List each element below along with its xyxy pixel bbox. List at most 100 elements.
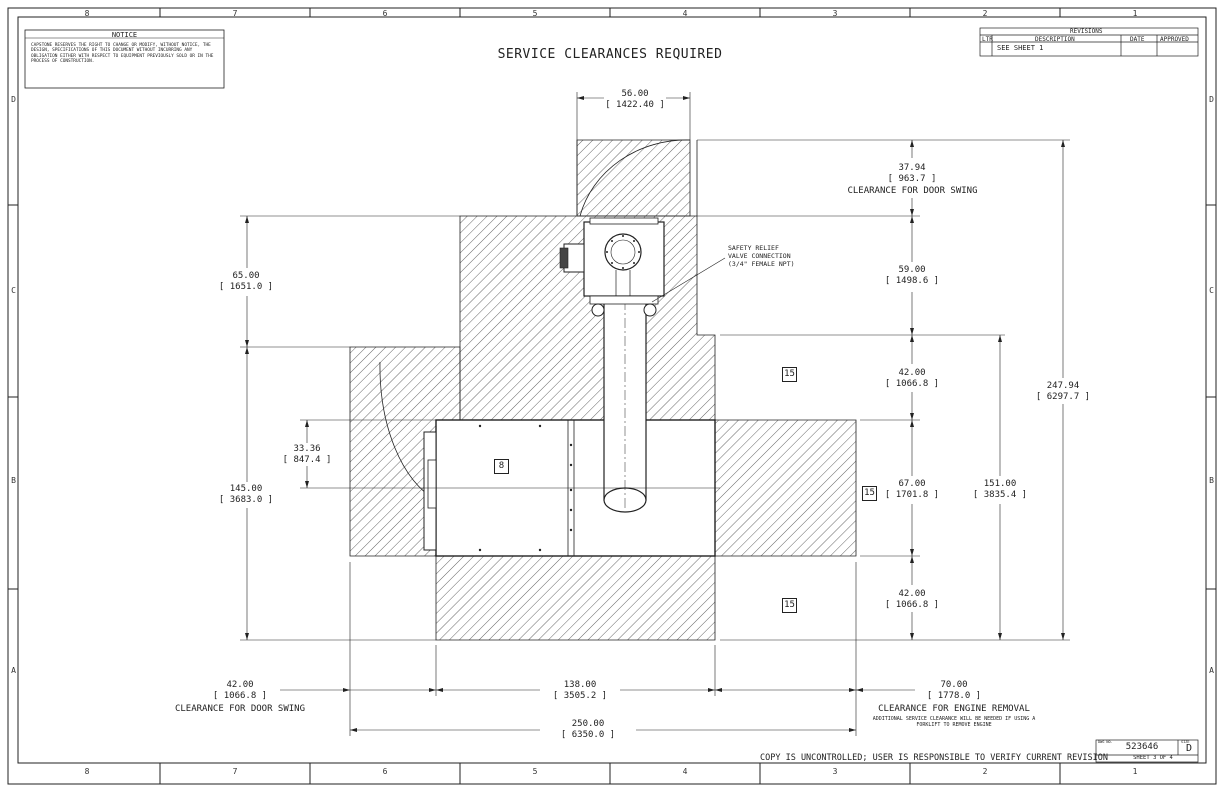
clearance-zones	[349, 139, 857, 641]
revisions-row-desc: SEE SHEET 1	[997, 44, 1044, 52]
size-value: D	[1185, 743, 1193, 754]
dwg-label: DWG NO.	[1098, 740, 1113, 744]
outer-border	[7, 7, 1217, 785]
grid-row-label: A	[1209, 666, 1214, 675]
grid-col-label: 6	[382, 9, 388, 18]
grid-col-label: 1	[1132, 767, 1138, 776]
dim-67-mm: [ 1701.8 ]	[884, 490, 940, 500]
dim-42b-mm: [ 1066.8 ]	[884, 600, 940, 610]
dim-67: 67.00	[898, 479, 926, 489]
dim-65-mm: [ 1651.0 ]	[218, 282, 274, 292]
grid-col-label: 5	[532, 9, 538, 18]
grid-col-label: 5	[532, 767, 538, 776]
dim-145-mm: [ 3683.0 ]	[218, 495, 274, 505]
grid-col-label: 8	[84, 9, 90, 18]
bottom-zone	[435, 555, 716, 641]
dim-247-mm: [ 6297.7 ]	[1035, 392, 1091, 402]
dim-door-swing-top: 37.94	[898, 163, 926, 173]
dim-42a-mm: [ 1066.8 ]	[884, 379, 940, 389]
unit-tag: 8	[494, 459, 509, 474]
inner-border	[17, 16, 1207, 764]
right-zone	[714, 419, 857, 557]
grid-col-label: 2	[982, 767, 988, 776]
revisions-col-ltr: LTR	[982, 36, 993, 43]
grid-col-label: 2	[982, 9, 988, 18]
grid-row-label: B	[1209, 476, 1214, 485]
grid-row-label: B	[11, 476, 16, 485]
grid-row-label: C	[11, 286, 16, 295]
dimension-lines	[240, 92, 1070, 736]
flange-circle	[604, 233, 642, 271]
dwg-number: 523646	[1125, 742, 1159, 752]
dim-top-width: 56.00	[621, 89, 649, 99]
grid-row-label: C	[1209, 286, 1214, 295]
notice-panel: NOTICE CAPSTONE RESERVES THE RIGHT TO CH…	[25, 30, 224, 88]
grid-col-label: 6	[382, 767, 388, 776]
left-door-arc	[379, 361, 437, 501]
dim-42a: 42.00	[898, 368, 926, 378]
dim-138: 138.00	[563, 680, 597, 690]
dim-door-swing-top-mm: [ 963.7 ]	[887, 174, 937, 184]
revisions-title: REVISIONS	[1070, 28, 1103, 35]
dim-59: 59.00	[898, 265, 926, 275]
dim-59-mm: [ 1498.6 ]	[884, 276, 940, 286]
valve-note-line: (3/4" FEMALE NPT)	[728, 260, 795, 268]
grid-col-label: 4	[682, 767, 688, 776]
dim-65: 65.00	[232, 271, 260, 281]
grid-col-label: 3	[832, 9, 838, 18]
copy-note: COPY IS UNCONTROLLED; USER IS RESPONSIBL…	[760, 753, 1108, 763]
page-title: SERVICE CLEARANCES REQUIRED	[497, 47, 723, 62]
dim-top-width-mm: [ 1422.40 ]	[605, 100, 665, 110]
valve-left	[591, 303, 605, 317]
dim-70-mm: [ 1778.0 ]	[926, 691, 982, 701]
grid-col-label: 8	[84, 767, 90, 776]
grid-col-label: 3	[832, 767, 838, 776]
dim-145: 145.00	[229, 484, 263, 494]
grid-col-label: 4	[682, 9, 688, 18]
zone-tag: 15	[862, 486, 877, 501]
dim-247: 247.94	[1046, 381, 1080, 391]
unit-bolts	[478, 424, 573, 552]
dim-138-mm: [ 3505.2 ]	[552, 691, 608, 701]
dim-bottom-left-42-label: CLEARANCE FOR DOOR SWING	[174, 704, 306, 714]
dim-bottom-left-42-mm: [ 1066.8 ]	[212, 691, 268, 701]
dim-70-label: CLEARANCE FOR ENGINE REMOVAL	[878, 704, 1030, 714]
dim-3336-mm: [ 847.4 ]	[282, 455, 332, 465]
dim-3336: 33.36	[293, 444, 321, 454]
grid-ticks	[8, 8, 1216, 784]
grid-col-label: 1	[1132, 9, 1138, 18]
notice-heading: NOTICE	[111, 31, 138, 39]
revisions-col-approved: APPROVED	[1160, 36, 1189, 43]
grid-col-label: 7	[232, 767, 238, 776]
revisions-col-desc: DESCRIPTION	[1035, 36, 1075, 43]
arrowheads	[245, 96, 1065, 732]
size-label: SIZE	[1181, 740, 1190, 744]
dim-bottom-left-42: 42.00	[226, 680, 254, 690]
dim-42b: 42.00	[898, 589, 926, 599]
dim-70-note: ADDITIONAL SERVICE CLEARANCE WILL BE NEE…	[872, 716, 1036, 728]
top-door-arc	[579, 139, 691, 217]
notice-border	[24, 29, 225, 89]
zone-tag: 15	[782, 598, 797, 613]
valve-right	[643, 303, 657, 317]
dim-250: 250.00	[571, 719, 605, 729]
dim-70: 70.00	[940, 680, 968, 690]
valve-note-line: VALVE CONNECTION	[728, 252, 791, 260]
top-door-zone	[576, 139, 691, 217]
zone-tag: 15	[782, 367, 797, 382]
dim-door-swing-top-label: CLEARANCE FOR DOOR SWING	[847, 186, 978, 196]
sheet-number: SHEET 3 OF 4	[1133, 755, 1173, 761]
revisions-col-date: DATE	[1130, 36, 1145, 43]
revisions-table	[979, 27, 1199, 57]
grid-row-label: D	[11, 95, 16, 104]
title-block	[1095, 739, 1199, 763]
dim-151-mm: [ 3835.4 ]	[972, 490, 1028, 500]
dim-151: 151.00	[983, 479, 1017, 489]
valve-note-line: SAFETY RELIEF	[728, 244, 779, 252]
notice-body: CAPSTONE RESERVES THE RIGHT TO CHANGE OR…	[31, 43, 214, 65]
grid-row-label: D	[1209, 95, 1214, 104]
grid-col-label: 7	[232, 9, 238, 18]
dim-250-mm: [ 6350.0 ]	[560, 730, 616, 740]
grid-row-label: A	[11, 666, 16, 675]
